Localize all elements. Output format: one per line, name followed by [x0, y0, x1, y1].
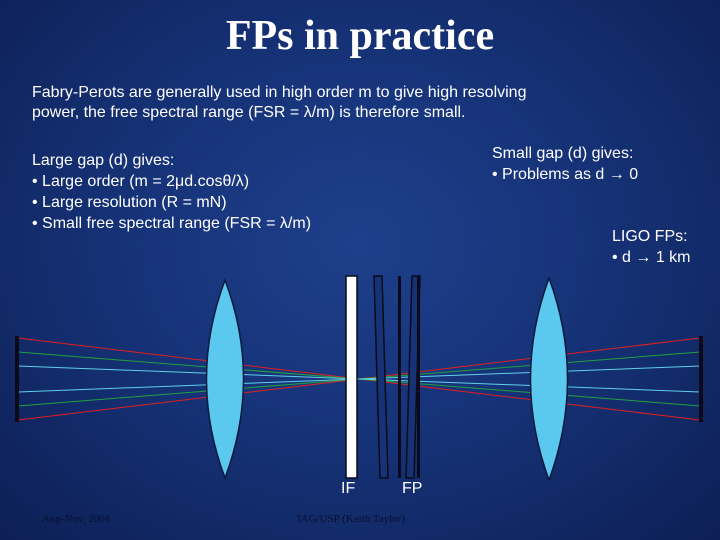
large-gap-bullet-fsr: • Small free spectral range (FSR = λ/m): [32, 215, 312, 232]
footer-credit: IAG/USP (Keith Taylor): [297, 513, 405, 525]
small-gap-bullet: • Problems as d → 0: [492, 166, 639, 183]
small-gap-block: Small gap (d) gives: • Problems as d → 0: [492, 143, 638, 185]
intro-line-1: Fabry-Perots are generally used in high …: [32, 84, 527, 101]
intro-text: Fabry-Perots are generally used in high …: [32, 83, 672, 123]
large-gap-block: Large gap (d) gives: • Large order (m = …: [32, 150, 311, 234]
left-lens: [205, 277, 245, 481]
interference-filter: [345, 275, 358, 479]
fp-inner-left-mirror: [398, 276, 401, 478]
ligo-heading: LIGO FPs:: [612, 228, 688, 245]
ray-cyan-2: [17, 365, 701, 393]
fp-label: FP: [402, 480, 423, 497]
if-label: IF: [341, 480, 356, 497]
right-lens: [529, 275, 569, 483]
large-gap-bullet-resolution: • Large resolution (R = mN): [32, 194, 227, 211]
ligo-block: LIGO FPs: • d → 1 km: [612, 226, 691, 268]
small-gap-heading: Small gap (d) gives:: [492, 145, 634, 162]
large-gap-bullet-order: • Large order (m = 2μd.cosθ/λ): [32, 173, 250, 190]
intro-line-2: power, the free spectral range (FSR = λ/…: [32, 104, 466, 121]
fp-inner-right-mirror: [417, 276, 420, 478]
slide-title: FPs in practice: [225, 13, 495, 59]
light-rays: [17, 337, 701, 421]
exit-plane: [699, 336, 703, 422]
footer-date: Aug-Nov, 2008: [42, 513, 111, 525]
ligo-bullet: • d → 1 km: [612, 249, 691, 266]
entrance-plane: [15, 336, 19, 422]
large-gap-heading: Large gap (d) gives:: [32, 152, 175, 169]
fp-left-plate: [373, 275, 389, 479]
